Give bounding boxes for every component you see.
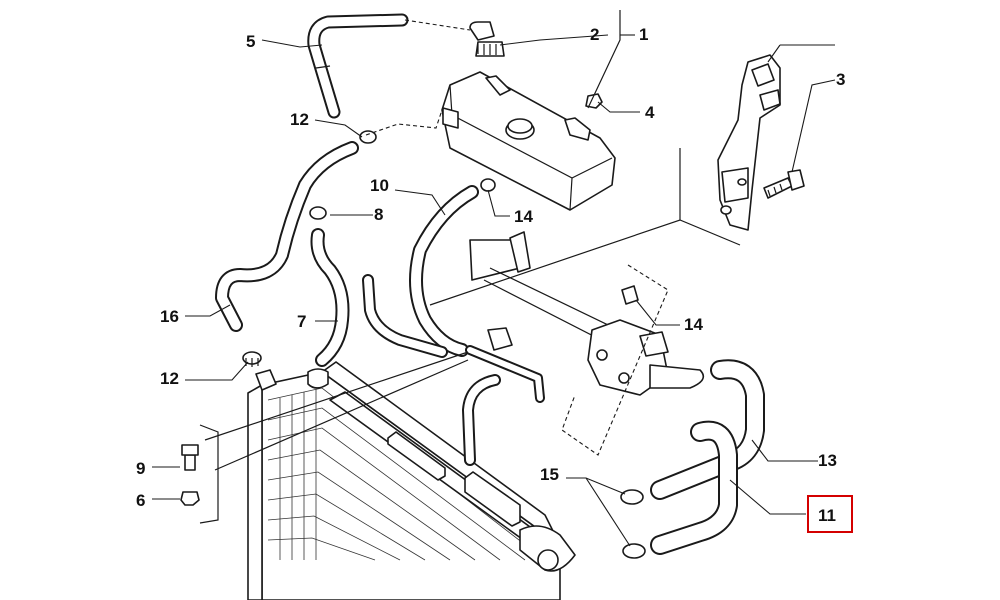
callout-6: 6 [136,491,145,510]
callout-11-highlight [807,495,853,533]
guide-lines [204,10,741,471]
hose-16 [215,141,359,332]
bolt-3 [763,169,805,199]
callout-3: 3 [836,70,845,89]
clamp-15-lower [622,543,646,559]
callout-8: 8 [374,205,383,224]
clamp-8 [309,206,327,220]
clamp-14-lower [621,285,639,305]
callout-2: 2 [590,25,599,44]
nut-6 [180,491,200,506]
callout-12-upper: 12 [290,110,309,129]
clamp-15-upper [620,489,644,505]
hose-11 [650,420,738,555]
clamp-14-upper [480,178,496,192]
callout-1: 1 [639,25,648,44]
clamp-12-upper [359,130,377,144]
callout-12-lower: 12 [160,369,179,388]
radiator [199,361,576,600]
callout-9: 9 [136,459,145,478]
callout-5: 5 [246,32,255,51]
callout-13: 13 [818,451,837,470]
bleed-fitting [487,327,513,351]
callout-16: 16 [160,307,179,326]
callout-10: 10 [370,176,389,195]
thermostat-housing [469,231,705,396]
tank-bracket [717,54,781,231]
screw-9 [181,444,199,471]
callout-4: 4 [645,103,655,122]
callout-11: 11 [818,506,836,525]
callout-labels: 1 2 3 4 5 6 7 8 9 10 11 12 12 13 14 14 1… [136,25,845,525]
pressure-cap [469,21,505,57]
hose-7 [310,228,350,367]
hose-13 [650,359,765,500]
callout-7: 7 [297,312,306,331]
hose-5 [307,13,409,119]
callout-14-upper: 14 [514,207,533,226]
hose-lower-small [462,345,545,466]
callout-14-lower: 14 [684,315,703,334]
leader-lines [152,34,836,547]
hose-10 [362,185,479,358]
callout-15: 15 [540,465,559,484]
expansion-tank [441,71,616,211]
